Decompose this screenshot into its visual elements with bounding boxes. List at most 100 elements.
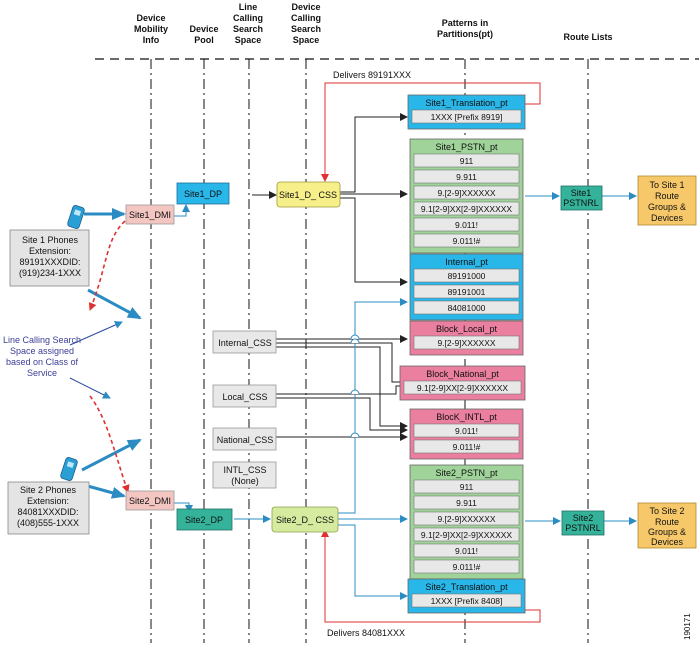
site1-route-groups-box xyxy=(637,175,697,226)
site1-dmi-box xyxy=(125,204,175,225)
pattern-text: 9.1[2-9]XX[2-9]XXXXXX xyxy=(417,383,509,393)
site1-pstn-pt-title: Site1_PSTN_pt xyxy=(435,142,498,152)
pattern-text: 9.1[2-9]XX[2-9]XXXXXX xyxy=(421,204,513,214)
pattern-text: 9.[2-9]XXXXXX xyxy=(437,514,495,524)
pattern-text: 1XXX [Prefix 8408] xyxy=(431,596,503,606)
phone-icon xyxy=(67,205,85,229)
site1-translation-pt-title: Site1_Translation_pt xyxy=(425,98,508,108)
pattern-cell xyxy=(413,439,520,454)
pattern-cell xyxy=(413,479,520,494)
arrow-site1css-to-internal xyxy=(340,197,408,286)
national-css-label: National_CSS xyxy=(217,435,274,445)
pattern-cell xyxy=(413,233,520,248)
site2-pstn-pt-title: Site2_PSTN_pt xyxy=(435,468,498,478)
figure-id: 190171 xyxy=(683,613,692,640)
arrow-note-up xyxy=(69,321,123,346)
site1-d-css-label: Site1_D_ CSS xyxy=(279,190,337,200)
phone-icon xyxy=(60,457,78,481)
internal-css-label: Internal_CSS xyxy=(218,338,272,348)
site2-dp-label: Site2_DP xyxy=(185,515,223,525)
line-crossing xyxy=(350,334,360,340)
pattern-cell xyxy=(413,268,520,283)
site2-translation-pt-title: Site2_Translation_pt xyxy=(425,582,508,592)
pattern-text: 9.011!# xyxy=(453,236,481,246)
pattern-text: 9.011! xyxy=(455,220,478,230)
arrow-localcss-to-blockintl xyxy=(276,397,408,434)
pattern-cell xyxy=(413,527,520,542)
arrow-localcss-to-blocknational xyxy=(276,382,408,395)
pattern-cell xyxy=(413,335,520,350)
pattern-cell xyxy=(413,559,520,574)
pattern-cell xyxy=(413,217,520,232)
pattern-text: 9.011! xyxy=(455,426,478,436)
site2-d-css-box xyxy=(271,506,339,533)
line-crossing xyxy=(350,389,360,395)
block-national-pt-title: Block_National_pt xyxy=(426,369,499,379)
pattern-text: 9.911 xyxy=(456,498,477,508)
pattern-text: 911 xyxy=(460,156,474,166)
pattern-text: 89191001 xyxy=(448,287,486,297)
pattern-text: 9.1[2-9]XX[2-9]XXXXXX xyxy=(421,530,513,540)
pattern-cell xyxy=(413,169,520,184)
pattern-text: 9.011!# xyxy=(453,562,481,572)
site1-dp-label: Site1_DP xyxy=(184,189,222,199)
pattern-text: 89191000 xyxy=(448,271,486,281)
partitions-group: Site1_Translation_pt 1XXX [Prefix 8919] Si… xyxy=(399,94,526,614)
arrow-site1css-to-translation xyxy=(340,113,408,193)
site2-pstnrl-box xyxy=(561,510,605,536)
pattern-cell xyxy=(403,380,522,395)
pattern-text: 9.011!# xyxy=(453,442,481,452)
dashed-arrow-dmi2 xyxy=(89,395,130,493)
site2-route-groups-box xyxy=(637,502,697,549)
pattern-cell xyxy=(413,543,520,558)
delivers-top-label: Delivers 89191XXX xyxy=(333,70,411,80)
arrow-site1-to-line-css xyxy=(87,288,142,320)
pattern-cell xyxy=(413,185,520,200)
dashed-arrow-dmi1 xyxy=(88,220,126,311)
site1-d-css-box xyxy=(276,181,341,208)
site1-phones-box xyxy=(9,229,90,287)
arrow-translation2-loop xyxy=(321,529,541,623)
site2-d-css-label: Site2_D_ CSS xyxy=(276,515,334,525)
local-css-label: Local_CSS xyxy=(222,392,267,402)
arrow-internalcss-to-blocknational xyxy=(276,342,408,386)
site2-dp-box xyxy=(176,508,233,531)
arrow-phone2-to-dmi2 xyxy=(83,483,126,499)
site2-phones-box xyxy=(7,481,90,535)
column-header-route-lists: Route Lists xyxy=(563,32,612,42)
line-crossing xyxy=(350,432,360,438)
internal-pt-title: Internal_pt xyxy=(445,257,488,267)
pattern-cell xyxy=(411,109,522,124)
pattern-text: 9.[2-9]XXXXXX xyxy=(437,188,495,198)
intl-css-box xyxy=(212,461,277,489)
block-intl-pt-title: BlocK_INTL_pt xyxy=(436,412,497,422)
pattern-cell xyxy=(413,511,520,526)
delivers-bottom-label: Delivers 84081XXX xyxy=(327,628,405,638)
local-css-box xyxy=(212,384,277,408)
arrow-site2css-to-translation xyxy=(338,524,408,600)
pattern-text: 84081000 xyxy=(448,303,486,313)
arrow-translation1-loop xyxy=(321,82,541,182)
line-crossing xyxy=(350,338,360,344)
intl-css-label: INTL_CSS(None) xyxy=(223,465,266,486)
arrow-site2css-to-internal xyxy=(338,298,408,514)
site1-dp-box xyxy=(176,182,230,205)
site2-dmi-box xyxy=(125,490,175,511)
pattern-cell xyxy=(413,284,520,299)
arrow-internalcss-to-blockintl xyxy=(276,346,408,430)
national-css-box xyxy=(212,427,277,451)
pattern-text: 1XXX [Prefix 8919] xyxy=(431,112,503,122)
block-local-pt-title: Block_Local_pt xyxy=(436,324,498,334)
